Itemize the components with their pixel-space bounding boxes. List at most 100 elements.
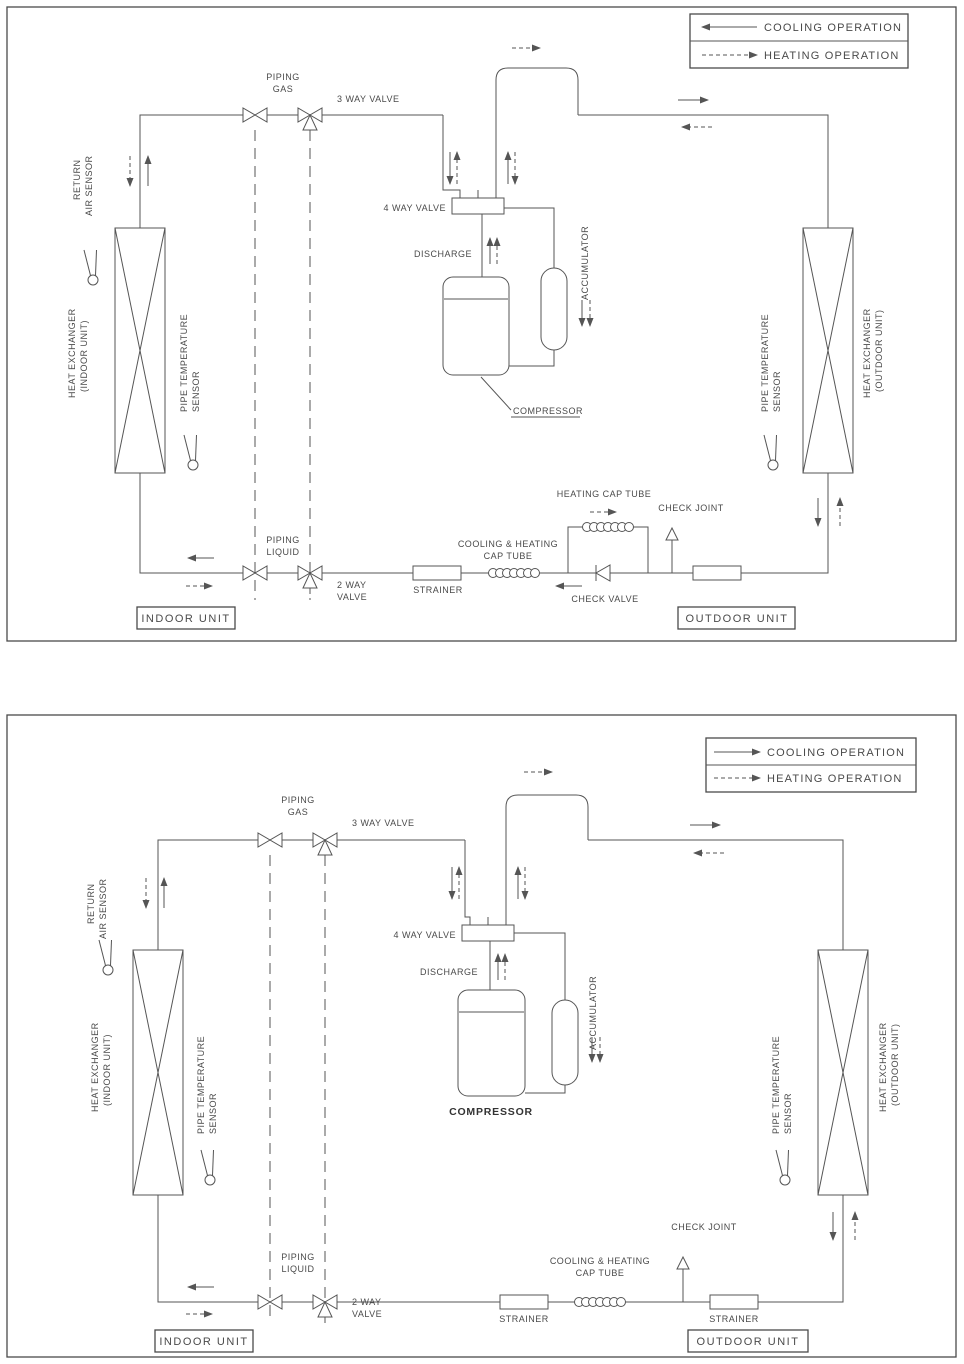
heating-cap-tube-label: HEATING CAP TUBE xyxy=(557,489,652,499)
accumulator-label: ACCUMULATOR xyxy=(588,976,598,1050)
accumulator-symbol xyxy=(551,999,579,1086)
piping-liquid-label-2: LIQUID xyxy=(281,1264,314,1274)
compressor-symbol xyxy=(442,276,510,376)
pipe-temp-indoor-label-2: SENSOR xyxy=(208,1093,218,1134)
strainer-left-label: STRAINER xyxy=(499,1314,549,1324)
cooling-heating-cap-tube-coil xyxy=(574,1297,626,1307)
cap-tube-label-1: COOLING & HEATING xyxy=(458,539,558,549)
flow-arrows xyxy=(142,768,859,1318)
strainer-left xyxy=(499,1294,549,1310)
compressor-label: COMPRESSOR xyxy=(513,406,583,416)
return-air-sensor-symbol xyxy=(83,249,99,286)
piping-gas-label-2: GAS xyxy=(288,807,309,817)
check-joint-label: CHECK JOINT xyxy=(658,503,724,513)
pipe-temp-outdoor-label-2: SENSOR xyxy=(783,1093,793,1134)
piping-liquid-label-1: PIPING xyxy=(281,1252,315,1262)
return-air-sensor-label-1: RETURN xyxy=(72,160,82,201)
discharge-label: DISCHARGE xyxy=(414,249,472,259)
strainer-right-label: STRAINER xyxy=(709,1314,759,1324)
four-way-valve-label: 4 WAY VALVE xyxy=(383,203,446,213)
hx-outdoor-label-2: (OUTDOOR UNIT) xyxy=(874,310,884,393)
two-way-valve-label-1: 2 WAY xyxy=(337,580,367,590)
unit-boundary-lines xyxy=(269,855,326,1320)
flow-arrows xyxy=(126,44,844,590)
hx-outdoor-label-1: HEAT EXCHANGER xyxy=(862,308,872,398)
three-way-valve-label: 3 WAY VALVE xyxy=(337,94,400,104)
cap-tube-label-1: COOLING & HEATING xyxy=(550,1256,650,1266)
legend-heating-label: HEATING OPERATION xyxy=(764,50,900,62)
pipe-temp-sensor-outdoor-symbol xyxy=(775,1149,791,1186)
pipe-temp-indoor-label-2: SENSOR xyxy=(191,371,201,412)
two-way-valve-label-1: 2 WAY xyxy=(352,1297,382,1307)
compressor-leader-line xyxy=(480,376,512,411)
heat-exchanger-outdoor xyxy=(802,227,854,474)
outdoor-unit-tag: OUTDOOR UNIT xyxy=(677,606,796,630)
indoor-unit-tag: INDOOR UNIT xyxy=(136,606,236,630)
check-valve-symbol xyxy=(595,564,611,582)
hx-indoor-label-1: HEAT EXCHANGER xyxy=(67,308,77,398)
diagram-frame xyxy=(6,714,957,1358)
legend: COOLING OPERATION HEATING OPERATION xyxy=(689,13,909,69)
two-way-valve xyxy=(312,1294,338,1324)
pipe-temp-indoor-label-1: PIPE TEMPERATURE xyxy=(179,314,189,412)
strainer-right xyxy=(692,565,742,581)
strainer-right xyxy=(709,1294,759,1310)
heat-exchanger-outdoor xyxy=(817,949,869,1196)
four-way-valve-body xyxy=(451,197,505,215)
compressor-label: COMPRESSOR xyxy=(449,1106,533,1118)
two-way-valve-label-2: VALVE xyxy=(337,592,367,602)
piping-gas-valve xyxy=(257,832,283,848)
outdoor-unit-tag: OUTDOOR UNIT xyxy=(687,1329,809,1353)
refrigerant-piping xyxy=(139,67,829,574)
check-joint-symbol xyxy=(676,1256,690,1303)
hx-outdoor-label-1: HEAT EXCHANGER xyxy=(878,1022,888,1112)
outdoor-unit-label: OUTDOOR UNIT xyxy=(686,613,789,625)
refrigerant-diagram-bottom: COOLING OPERATION HEATING OPERATION PIPI… xyxy=(6,714,957,1358)
strainer-left xyxy=(412,565,462,581)
cap-tube-label-2: CAP TUBE xyxy=(576,1268,625,1278)
pipe-temp-sensor-indoor-symbol xyxy=(200,1149,216,1186)
piping-liquid-label-1: PIPING xyxy=(266,535,300,545)
diagram-frame xyxy=(6,6,957,642)
cooling-heating-cap-tube-coil xyxy=(488,568,540,578)
return-air-sensor-label-1: RETURN xyxy=(86,884,96,925)
hx-indoor-label-2: (INDOOR UNIT) xyxy=(79,320,89,392)
piping-gas-valve xyxy=(242,107,268,123)
piping-liquid-label-2: LIQUID xyxy=(266,547,299,557)
refrigerant-diagram-top: COOLING OPERATION HEATING OPERATION PIPI… xyxy=(6,6,957,642)
discharge-label: DISCHARGE xyxy=(420,967,478,977)
piping-gas-label-1: PIPING xyxy=(266,72,300,82)
two-way-valve-label-2: VALVE xyxy=(352,1309,382,1319)
check-joint-label: CHECK JOINT xyxy=(671,1222,737,1232)
return-air-sensor-symbol xyxy=(98,939,114,976)
return-air-sensor-label-2: AIR SENSOR xyxy=(98,878,108,939)
piping-gas-label-1: PIPING xyxy=(281,795,315,805)
heat-exchanger-indoor xyxy=(114,227,166,474)
check-joint-symbol xyxy=(665,527,679,574)
pipe-temp-outdoor-label-1: PIPE TEMPERATURE xyxy=(760,314,770,412)
indoor-unit-label: INDOOR UNIT xyxy=(141,613,230,625)
legend-heating-label: HEATING OPERATION xyxy=(767,773,903,785)
hx-indoor-label-2: (INDOOR UNIT) xyxy=(102,1034,112,1106)
check-valve-label: CHECK VALVE xyxy=(571,594,638,604)
accumulator-label: ACCUMULATOR xyxy=(580,226,590,300)
three-way-valve xyxy=(297,107,323,137)
hx-indoor-label-1: HEAT EXCHANGER xyxy=(90,1022,100,1112)
pipe-temp-sensor-indoor-symbol xyxy=(183,434,199,471)
heat-exchanger-indoor xyxy=(132,949,184,1196)
legend-cooling-label: COOLING OPERATION xyxy=(764,22,902,34)
outdoor-unit-label: OUTDOOR UNIT xyxy=(697,1336,800,1348)
hx-outdoor-label-2: (OUTDOOR UNIT) xyxy=(890,1024,900,1107)
accumulator-symbol xyxy=(540,267,568,351)
pipe-temp-outdoor-label-1: PIPE TEMPERATURE xyxy=(771,1036,781,1134)
piping-gas-label-2: GAS xyxy=(273,84,294,94)
pipe-temp-indoor-label-1: PIPE TEMPERATURE xyxy=(196,1036,206,1134)
three-way-valve xyxy=(312,832,338,862)
strainer-left-label: STRAINER xyxy=(413,585,463,595)
pipe-temp-sensor-outdoor-symbol xyxy=(763,434,779,471)
legend-cooling-label: COOLING OPERATION xyxy=(767,747,905,759)
legend: COOLING OPERATION HEATING OPERATION xyxy=(705,737,917,793)
heating-cap-tube-coil xyxy=(582,522,634,532)
four-way-valve-label: 4 WAY VALVE xyxy=(393,930,456,940)
